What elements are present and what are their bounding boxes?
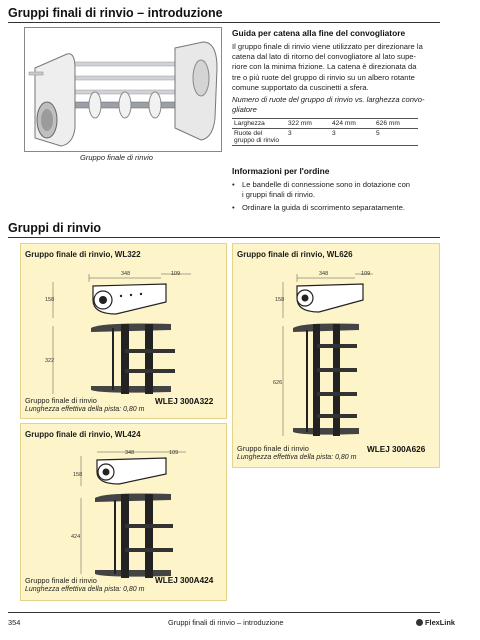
table-cell: 5 xyxy=(374,128,418,146)
intro-line: Il gruppo finale di rinvio viene utilizz… xyxy=(232,42,423,51)
dim-offset: 109 xyxy=(169,450,178,456)
panel-length: Lunghezza effettiva della pista: 0,80 m xyxy=(25,586,145,593)
section-rule xyxy=(8,237,440,238)
wl424-drawing: 348 109 158 424 xyxy=(71,450,186,578)
intro-line: comune supportato da cuscinetti a sfera. xyxy=(232,82,369,92)
title-rule xyxy=(8,22,440,23)
wl322-drawing: 348 109 158 322 xyxy=(45,271,191,394)
flexlink-icon xyxy=(416,619,423,626)
wl626-drawing: 348 109 158 626 xyxy=(273,271,373,436)
dim-length: 424 xyxy=(71,534,80,540)
product-code: WLEJ 300A322 xyxy=(155,397,214,406)
product-photo xyxy=(24,27,222,152)
panel-title: Gruppo finale di rinvio, WL626 xyxy=(237,250,353,259)
table-cell: 626 mm xyxy=(374,118,418,129)
table-cell: 322 mm xyxy=(286,118,330,129)
brand-logo: FlexLink xyxy=(416,618,455,627)
intro-line: riore con la minima frizione. La catena … xyxy=(232,62,417,72)
dim-offset: 109 xyxy=(361,271,370,277)
panel-title: Gruppo finale di rinvio, WL424 xyxy=(25,430,141,439)
note-line: gliatore xyxy=(232,105,257,115)
bullet: • xyxy=(232,203,235,213)
dim-length: 626 xyxy=(273,380,282,386)
dim-width: 348 xyxy=(125,450,134,456)
table-note: Numero di ruote del gruppo di rinvio vs.… xyxy=(232,95,424,115)
table-cell: 3 xyxy=(286,128,330,146)
panel-wl424: Gruppo finale di rinvio, WL424 348 109 1… xyxy=(20,423,227,601)
photo-caption: Gruppo finale di rinvio xyxy=(80,153,153,162)
table-row: Ruote del gruppo di rinvio 3 3 5 xyxy=(232,128,418,146)
page-title: Gruppi finali di rinvio – introduzione xyxy=(8,6,223,20)
panel-wl322: Gruppo finale di rinvio, WL322 348 109 1… xyxy=(20,243,227,419)
wheels-spec-table: Larghezza 322 mm 424 mm 626 mm Ruote del… xyxy=(232,118,418,146)
footer-section: Gruppi finali di rinvio – introduzione xyxy=(168,618,284,627)
list-item: • Ordinare la guida di scorrimento separ… xyxy=(232,203,410,213)
intro-line: tre o più ruote del gruppo di rinvio su … xyxy=(232,72,415,82)
ordering-heading: Informazioni per l'ordine xyxy=(232,166,330,176)
bullet: • xyxy=(232,180,235,189)
panel-wl626: Gruppo finale di rinvio, WL626 348 109 1… xyxy=(232,243,440,468)
table-cell: Larghezza xyxy=(232,118,286,129)
table-cell: 3 xyxy=(330,128,374,146)
dim-length: 322 xyxy=(45,358,54,364)
brand-name: FlexLink xyxy=(425,618,455,627)
product-code: WLEJ 300A424 xyxy=(155,576,214,585)
table-cell: Ruote del gruppo di rinvio xyxy=(232,128,286,146)
dim-offset: 109 xyxy=(171,271,180,277)
panel-caption: Gruppo finale di rinvio xyxy=(25,576,97,585)
dim-height: 158 xyxy=(73,472,82,478)
dim-width: 348 xyxy=(121,271,130,277)
bullet-line: i gruppi finali di rinvio. xyxy=(242,190,316,200)
dim-height: 158 xyxy=(275,297,284,303)
dim-height: 158 xyxy=(45,297,54,303)
panel-caption: Gruppo finale di rinvio xyxy=(25,396,97,405)
panel-length: Lunghezza effettiva della pista: 0,80 m xyxy=(25,406,145,413)
dim-width: 348 xyxy=(319,271,328,277)
list-item: • Le bandelle di connessione sono in dot… xyxy=(232,180,410,200)
intro-paragraph: Il gruppo finale di rinvio viene utilizz… xyxy=(232,42,423,93)
page-number: 354 xyxy=(8,618,21,627)
intro-line: catena dal lato di ritorno del convoglia… xyxy=(232,52,417,62)
product-code: WLEJ 300A626 xyxy=(367,445,426,454)
footer-rule xyxy=(8,612,440,613)
intro-heading: Guida per catena alla fine del convoglia… xyxy=(232,28,406,38)
panel-length: Lunghezza effettiva della pista: 0,80 m xyxy=(237,454,357,461)
note-line: Numero di ruote del gruppo di rinvio vs.… xyxy=(232,95,425,104)
bullet-line: Ordinare la guida di scorrimento separat… xyxy=(242,203,405,213)
section-title: Gruppi di rinvio xyxy=(8,221,102,235)
table-row: Larghezza 322 mm 424 mm 626 mm xyxy=(232,118,418,129)
panel-title: Gruppo finale di rinvio, WL322 xyxy=(25,250,141,259)
bullet-line: Le bandelle di connessione sono in dotaz… xyxy=(242,180,411,189)
table-cell: 424 mm xyxy=(330,118,374,129)
panel-caption: Gruppo finale di rinvio xyxy=(237,444,309,453)
ordering-list: • Le bandelle di connessione sono in dot… xyxy=(232,180,410,217)
